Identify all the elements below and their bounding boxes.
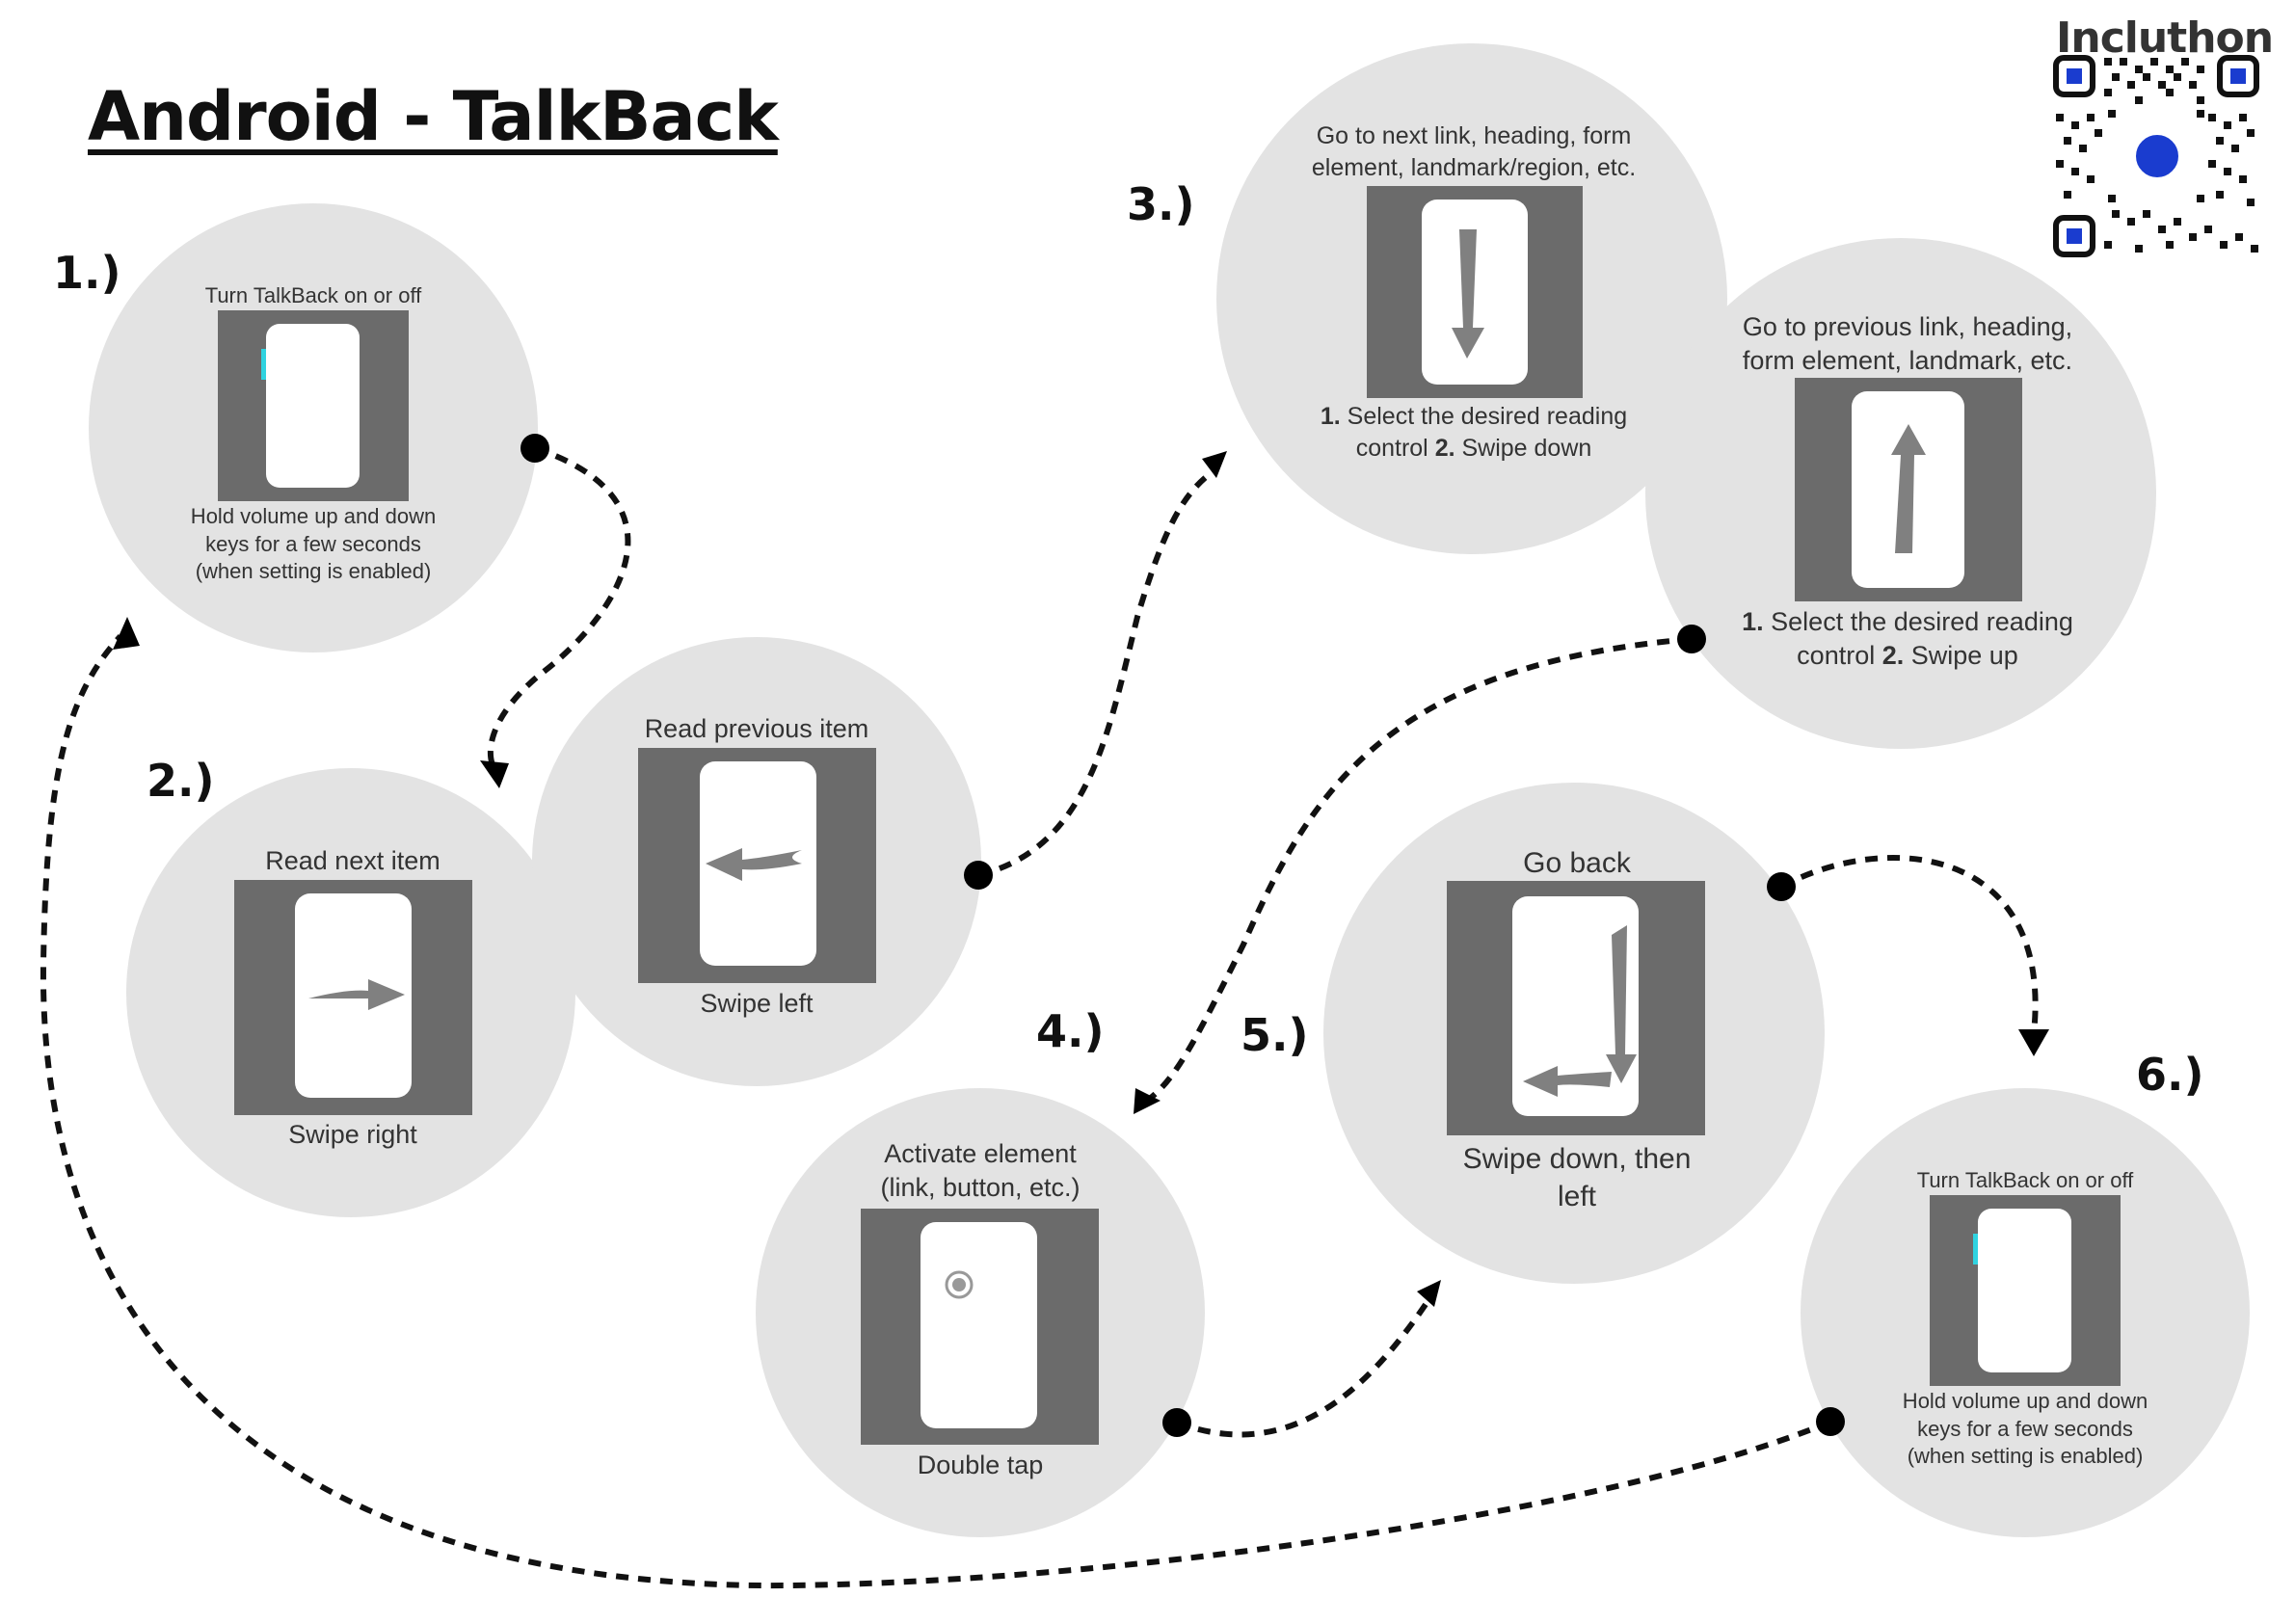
- gesture-title: Go to next link, heading, form element, …: [1311, 122, 1637, 181]
- connector-1-to-2: [487, 445, 631, 774]
- swipe-down-then-left-arrow: [1606, 925, 1637, 1083]
- connector-start-dot: [964, 861, 993, 890]
- gesture-instruction: Double tap: [917, 1451, 1044, 1479]
- swipe-down-arrow: [1452, 229, 1484, 359]
- qr-finder-bottom-left: [2053, 215, 2095, 257]
- gesture-title: Turn TalkBack on or off: [1916, 1168, 2134, 1192]
- gesture-title: Activate element (link, button, etc.): [880, 1139, 1081, 1203]
- qr-code: [2053, 55, 2260, 258]
- step-label-5: 5.): [1241, 1009, 1309, 1061]
- gesture-title: Read next item: [265, 846, 440, 875]
- qr-finder-top-left: [2053, 55, 2095, 97]
- phone-panel-toggle-6: [1930, 1195, 2121, 1386]
- step-text: Select the desired reading: [1763, 607, 2073, 636]
- phone-panel-activate: [861, 1209, 1099, 1445]
- connector-start-dot: [1767, 872, 1796, 901]
- gesture-title: Read previous item: [644, 714, 869, 743]
- connector-5-to-6: [1779, 855, 2039, 1034]
- brand-name: Incluthon: [2056, 13, 2274, 63]
- qr-finder-top-right: [2217, 55, 2259, 97]
- step-label-2: 2.): [147, 755, 215, 807]
- arrowhead: [1202, 451, 1227, 478]
- connector-start-dot: [520, 434, 549, 463]
- connector-2-to-3: [977, 467, 1216, 878]
- connector-3-to-4: [1145, 636, 1693, 1104]
- gesture-instruction: Swipe right: [288, 1120, 417, 1149]
- swipe-right-arrow: [308, 979, 405, 1010]
- gesture-instruction: Swipe down, then left: [1462, 1143, 1692, 1212]
- arrowhead: [480, 760, 509, 788]
- phone-panel-toggle-1: [218, 310, 409, 501]
- qr-center-logo: [2132, 131, 2182, 181]
- connector-start-dot: [1162, 1408, 1191, 1437]
- connector-start-dot: [1816, 1407, 1845, 1436]
- step-label-3: 3.): [1127, 178, 1195, 230]
- step-text: control: [1355, 434, 1435, 462]
- phone-panel-next-link: [1367, 186, 1583, 398]
- step-number: 1.: [1742, 607, 1764, 636]
- gesture-title: Go to previous link, heading, form eleme…: [1742, 312, 2073, 376]
- connector-4-to-5: [1175, 1301, 1429, 1438]
- volume-keys-accent: [261, 349, 266, 380]
- flow-connectors: [40, 445, 2039, 1589]
- arrowhead: [113, 617, 140, 650]
- step-text: Swipe down: [1454, 434, 1592, 462]
- page-title: Android - TalkBack: [88, 77, 779, 156]
- connector-6-to-1: [40, 633, 1832, 1589]
- step-label-1: 1.): [53, 247, 121, 299]
- phone-panel-go-back: [1447, 881, 1705, 1135]
- tap-target-icon: [945, 1270, 974, 1299]
- arrowhead: [1134, 1088, 1161, 1114]
- volume-keys-accent: [1973, 1234, 1978, 1265]
- step-text: control: [1797, 641, 1882, 671]
- gesture-title: Turn TalkBack on or off: [204, 283, 422, 307]
- gesture-instruction: Hold volume up and down keys for a few s…: [190, 504, 437, 584]
- swipe-up-arrow: [1891, 424, 1926, 553]
- arrowhead: [2018, 1029, 2049, 1056]
- gesture-instruction: Hold volume up and down keys for a few s…: [1902, 1389, 2148, 1469]
- phone-panel-next-item: [234, 880, 472, 1115]
- step-number: 2.: [1434, 434, 1455, 462]
- connector-start-dot: [1677, 625, 1706, 653]
- step-text: Swipe up: [1904, 641, 2018, 671]
- step-text: Select the desired reading: [1340, 403, 1628, 430]
- swipe-left-arrow: [706, 848, 802, 881]
- phone-panel-prev-item: [638, 748, 876, 983]
- step-label-6: 6.): [2136, 1049, 2204, 1101]
- step-number: 2.: [1881, 641, 1905, 671]
- gesture-instruction: Swipe left: [700, 989, 814, 1018]
- phone-panel-prev-link: [1795, 378, 2022, 601]
- step-number: 1.: [1320, 403, 1341, 430]
- step-label-4: 4.): [1036, 1005, 1105, 1057]
- arrowhead: [1417, 1280, 1441, 1307]
- gesture-title: Go back: [1523, 847, 1631, 879]
